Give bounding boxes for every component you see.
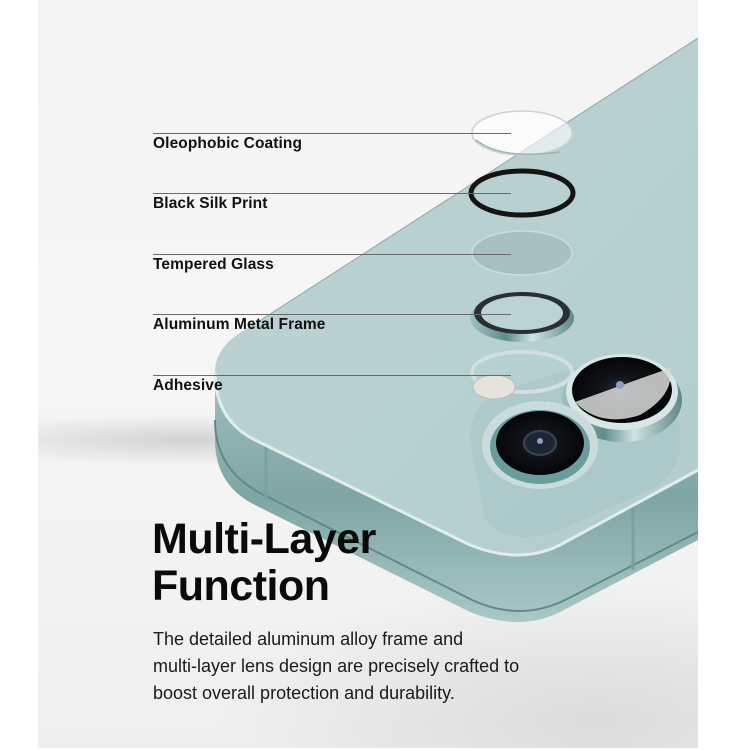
callout-line-metal-frame xyxy=(153,314,511,315)
label-adhesive: Adhesive xyxy=(153,377,223,394)
label-tempered-glass: Tempered Glass xyxy=(153,256,274,273)
phone-illustration xyxy=(213,37,698,622)
flash xyxy=(472,374,516,400)
callout-line-tempered-glass xyxy=(153,254,511,255)
description-line-1: The detailed aluminum alloy frame and xyxy=(153,629,464,649)
description: The detailed aluminum alloy frame and mu… xyxy=(153,626,573,707)
callout-line-adhesive xyxy=(153,375,511,376)
product-image-canvas: Oleophobic Coating Black Silk Print Temp… xyxy=(38,0,698,748)
headline-line-1: Multi-Layer xyxy=(152,515,376,563)
label-oleophobic-coating: Oleophobic Coating xyxy=(153,135,303,152)
headline: Multi-Layer Function xyxy=(152,516,376,610)
callout-line-oleophobic xyxy=(153,133,511,134)
description-line-2: multi-layer lens design are precisely cr… xyxy=(153,656,520,676)
description-line-3: boost overall protection and durability. xyxy=(153,683,455,703)
tempered-glass-disc xyxy=(471,230,573,276)
callout-line-black-silk xyxy=(153,193,511,194)
label-black-silk-print: Black Silk Print xyxy=(153,195,268,212)
label-aluminum-metal-frame: Aluminum Metal Frame xyxy=(153,316,326,333)
adhesive-ring xyxy=(470,350,574,394)
headline-line-2: Function xyxy=(152,562,330,610)
